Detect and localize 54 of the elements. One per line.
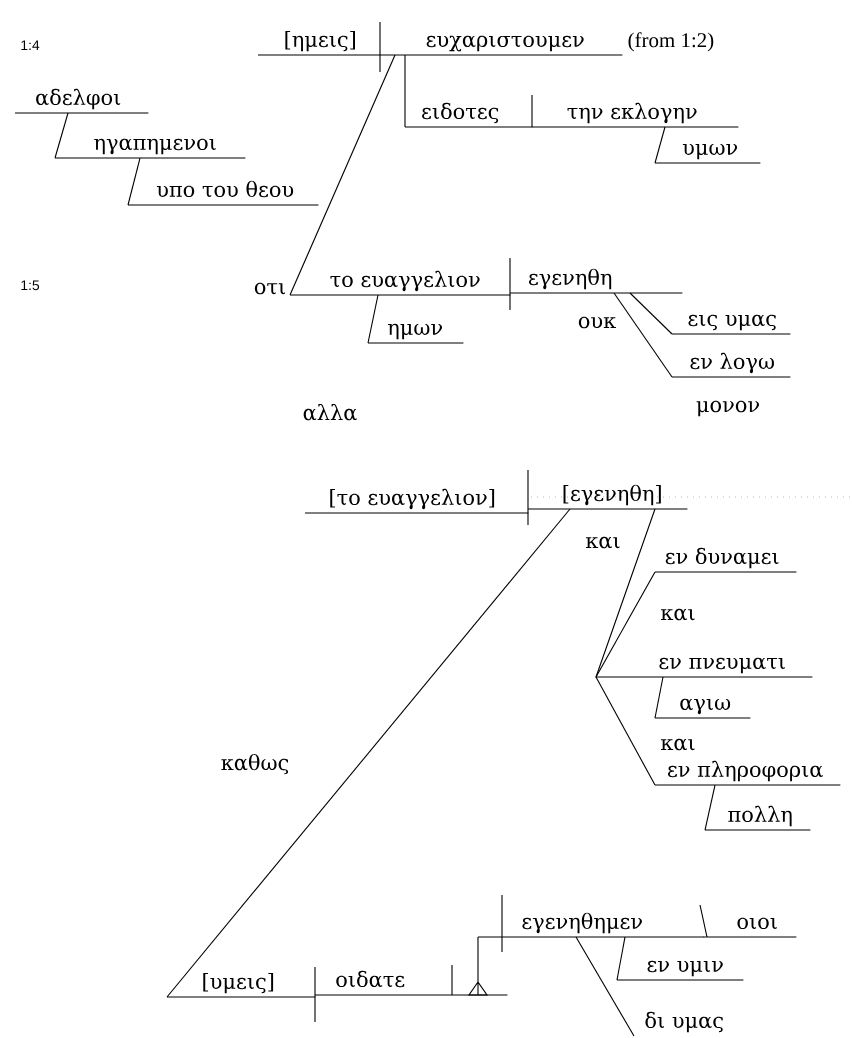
connector-line — [616, 936, 626, 981]
connector-line — [595, 571, 656, 678]
edge-label: καθως — [219, 752, 291, 776]
word-on-line: εν υμιν — [616, 960, 744, 981]
edge-label: οτι — [252, 281, 288, 296]
word-text: μονον — [696, 400, 759, 417]
edge-label: ουκ — [576, 315, 618, 330]
word-on-line: εγενηθη — [509, 268, 683, 294]
word-on-line: την εκλογην — [531, 102, 739, 128]
word-on-line: ειδοτες — [404, 102, 533, 128]
connector-line — [467, 936, 489, 996]
connector-line — [575, 936, 635, 1037]
connector-line — [613, 292, 673, 378]
word-on-line: εγενηθημεν — [477, 912, 704, 938]
word-on-line: οιδατε — [314, 970, 508, 996]
source-note: (from 1:2) — [628, 32, 714, 52]
word-on-line: εν δυναμει — [654, 547, 797, 573]
word-on-line: οιοι — [702, 917, 797, 938]
word-on-line: υμων — [654, 143, 761, 164]
connector-line — [704, 784, 716, 831]
word-on-line: εν λογω — [671, 352, 791, 378]
connector-line — [166, 508, 571, 998]
word-on-line: αδελφοι — [14, 88, 149, 114]
connector-line — [654, 126, 666, 164]
word-on-line: πολλη — [704, 805, 811, 831]
connector-line — [54, 112, 69, 159]
verse-number: 1:4 — [21, 40, 40, 50]
connector-line — [367, 294, 379, 344]
connector-line — [654, 676, 664, 719]
word-on-line: υπο του θεου — [127, 180, 319, 206]
connector-line — [595, 508, 656, 678]
word-on-line: [υμεις] — [166, 972, 316, 998]
word-on-line: [ημεις] — [257, 30, 381, 56]
connector-line — [289, 54, 396, 296]
word-on-line: δι υμας — [645, 1011, 723, 1033]
word-text: και — [586, 536, 620, 549]
word-on-line: ευχαριστουμεν — [379, 35, 623, 56]
word-text: και — [661, 738, 695, 751]
word-on-line: ηγαπημενοι — [54, 138, 246, 159]
word-on-line: εν πληροφορια — [654, 760, 841, 786]
word-text: αλλα — [303, 404, 357, 421]
connector-line — [595, 676, 656, 786]
word-on-line: το ευαγγελιον — [289, 270, 511, 296]
verse-number: 1:5 — [21, 280, 40, 291]
word-on-line: [το ευαγγελιον] — [304, 488, 529, 514]
word-text: και — [661, 608, 695, 621]
connector-line — [127, 157, 141, 206]
connector-line — [629, 292, 673, 335]
connector-line — [404, 54, 406, 128]
word-on-line: ημων — [367, 323, 464, 344]
word-on-line: εις υμας — [671, 314, 791, 335]
word-on-line: [εγενηθη] — [527, 484, 688, 510]
word-on-line: εν πνευματι — [611, 657, 813, 678]
word-on-line: αγιω — [654, 698, 751, 719]
